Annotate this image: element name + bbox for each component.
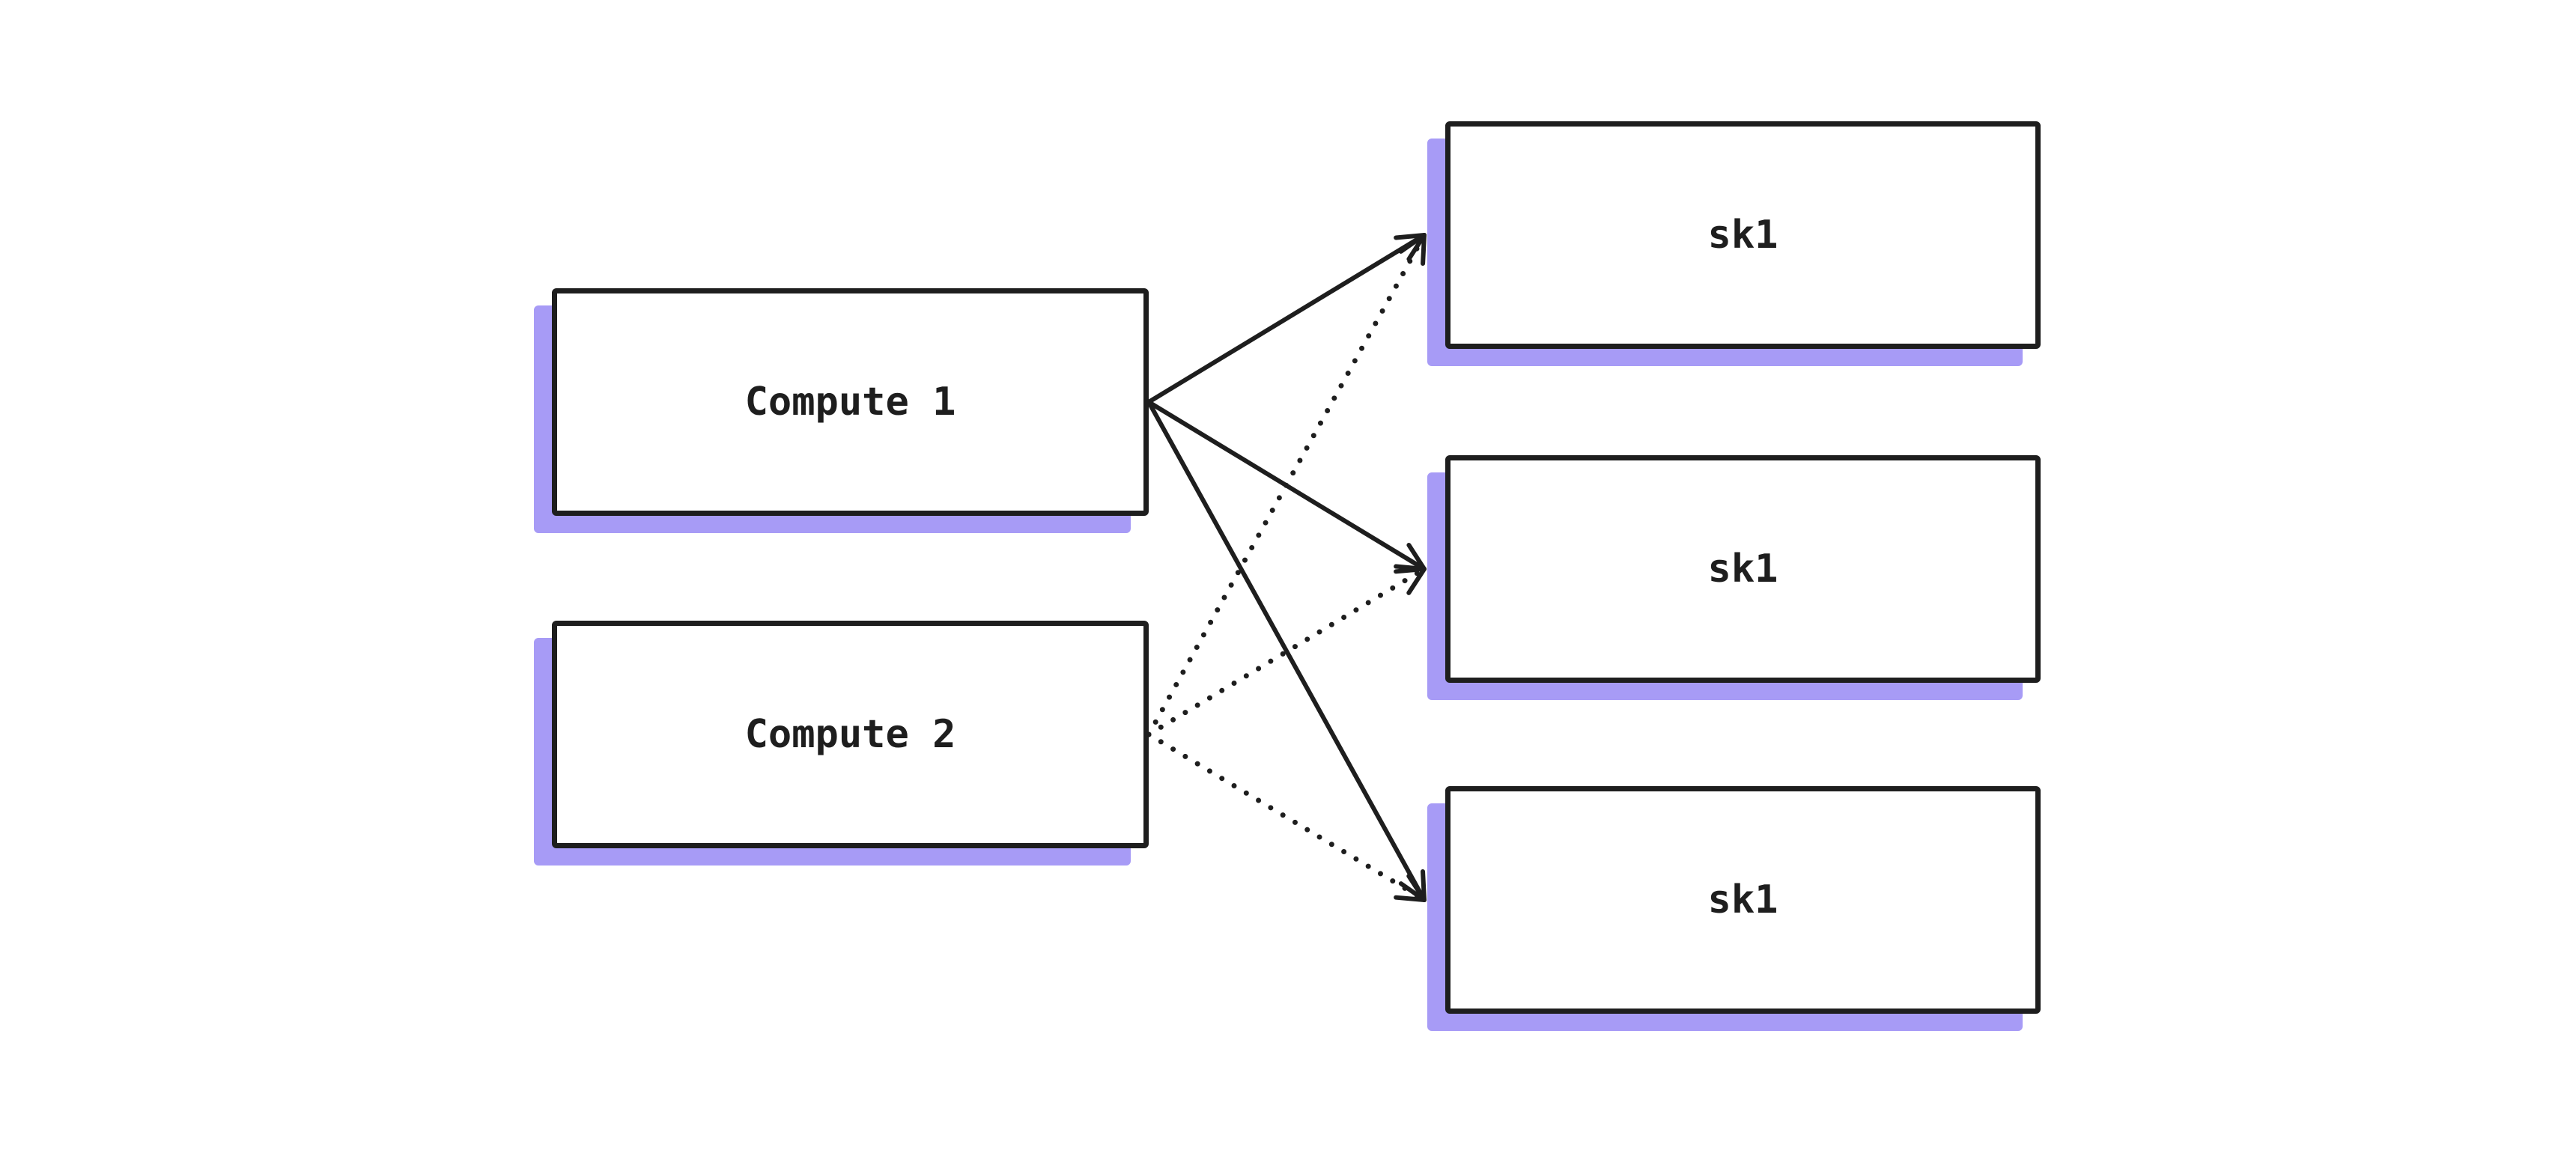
edge-compute-2-to-sk1-middle-dotted [1146,566,1427,737]
edge-compute-2-to-sk1-bottom-dotted [1146,731,1427,903]
node-sk1-top[interactable]: sk1 [1445,121,2041,349]
node-sk1-bottom-label: sk1 [1707,877,1778,922]
node-compute-2-label: Compute 2 [744,712,956,757]
edge-compute-1-to-sk1-top-solid [1146,233,1427,404]
node-sk1-middle[interactable]: sk1 [1445,455,2041,683]
node-compute-2[interactable]: Compute 2 [552,621,1149,848]
node-compute-1[interactable]: Compute 1 [552,288,1149,516]
node-compute-1-label: Compute 1 [744,380,956,425]
edge-compute-1-to-sk1-bottom-solid [1146,400,1427,902]
node-sk1-middle-label: sk1 [1707,547,1778,591]
node-sk1-top-label: sk1 [1707,213,1778,258]
edge-compute-2-to-sk1-top-dotted [1146,232,1427,737]
node-sk1-bottom[interactable]: sk1 [1445,786,2041,1014]
